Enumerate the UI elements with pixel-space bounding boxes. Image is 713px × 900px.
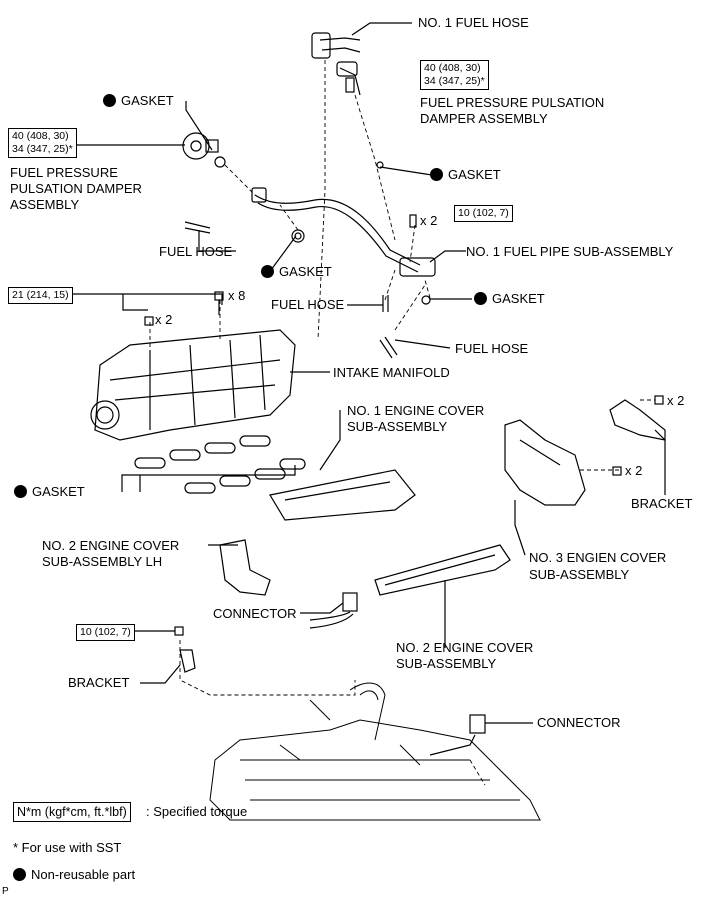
label-gasket-manifold: GASKET [14,484,85,500]
no2-engine-cover-drawing [374,544,511,596]
label-no1-fuel-pipe: NO. 1 FUEL PIPE SUB-ASSEMBLY [466,244,674,259]
legend-sst-note: * For use with SST [13,840,122,855]
non-reusable-icon [14,485,27,498]
label-connector-right: CONNECTOR [537,715,621,730]
label-damper-right-line1: FUEL PRESSURE PULSATION [420,95,605,110]
multiplier-manifold-nuts: x 2 [155,312,173,327]
leader-lines [12,22,666,724]
label-bracket-right: BRACKET [631,496,693,511]
label-intake-manifold: INTAKE MANIFOLD [333,365,450,380]
label-text: GASKET [279,264,332,279]
label-gasket-mid: GASKET [261,264,332,280]
label-gasket-right-lower: GASKET [474,291,545,307]
label-no2-cover-lh-line2: SUB-ASSEMBLY LH [42,554,163,569]
torque-box-damper-right: 40 (408, 30) 34 (347, 25)* [420,60,489,90]
bracket-left-drawing [174,626,196,673]
intake-manifold-drawing [90,291,296,441]
non-reusable-icon [261,265,274,278]
torque-value-fuel-pipe: 10 (102, 7) [458,207,509,219]
legend-unit-text: : Specified torque [146,804,248,819]
label-no3-cover-line1: NO. 3 ENGIEN COVER [529,550,667,565]
label-gasket-upper-left: GASKET [103,93,174,109]
torque-box-damper-left: 40 (408, 30) 34 (347, 25)* [8,128,77,158]
non-reusable-icon [474,292,487,305]
label-damper-left-line1: FUEL PRESSURE [10,165,118,180]
multiplier-cover3-bolts: x 2 [625,463,643,478]
label-no2-cover-line2: SUB-ASSEMBLY [396,656,497,671]
torque-value-damper-left-a: 40 (408, 30) [12,130,69,142]
label-fuel-hose-lower: FUEL HOSE [455,341,529,356]
label-no2-cover-line1: NO. 2 ENGINE COVER [396,640,534,655]
multiplier-manifold-bolts: x 8 [228,288,246,303]
non-reusable-icon [430,168,443,181]
connector-right-drawing [429,714,486,756]
multiplier-bracket-bolts: x 2 [667,393,685,408]
assembly-lines [149,60,655,786]
multiplier-fuel-pipe-bolts: x 2 [420,213,438,228]
label-text: GASKET [492,291,545,306]
connector-left-drawing [309,592,358,629]
torque-box-fuel-pipe: 10 (102, 7) [454,205,513,222]
manifold-gaskets-drawing [134,435,306,494]
legend-non-reusable: Non-reusable part [13,867,135,883]
label-no1-engine-cover-line2: SUB-ASSEMBLY [347,419,448,434]
corner-mark: P [2,886,9,897]
torque-value-bracket-left: 10 (102, 7) [80,626,131,638]
label-damper-left-line3: ASSEMBLY [10,197,80,212]
label-connector-left: CONNECTOR [213,606,297,621]
no1-engine-cover-drawing [269,469,416,521]
non-reusable-icon [13,868,26,881]
label-fuel-hose-mid: FUEL HOSE [271,297,345,312]
no2-engine-cover-lh-drawing [219,539,271,596]
label-no1-engine-cover-line1: NO. 1 ENGINE COVER [347,403,485,418]
label-damper-right-line2: DAMPER ASSEMBLY [420,111,548,126]
no1-fuel-hose-drawing [311,32,361,96]
label-text: GASKET [448,167,501,182]
label-damper-left-line2: PULSATION DAMPER [10,181,142,196]
label-bracket-left: BRACKET [68,675,130,690]
fuel-pipe-drawing [184,161,436,359]
no3-engine-cover-drawing [504,419,622,506]
label-no2-cover-lh-line1: NO. 2 ENGINE COVER [42,538,180,553]
label-no1-fuel-hose: NO. 1 FUEL HOSE [418,15,529,30]
label-gasket-right-upper: GASKET [430,167,501,183]
torque-box-manifold: 21 (214, 15) [8,287,73,304]
non-reusable-icon [103,94,116,107]
torque-value-damper-right-b: 34 (347, 25)* [424,75,485,87]
label-fuel-hose-left: FUEL HOSE [159,244,233,259]
torque-value-manifold: 21 (214, 15) [12,289,69,301]
label-text: Non-reusable part [31,867,136,882]
torque-value-damper-right-a: 40 (408, 30) [424,62,481,74]
torque-value-damper-left-b: 34 (347, 25)* [12,143,73,155]
damper-left-drawing [182,132,226,168]
right-bracket-drawing [609,395,666,441]
label-text: GASKET [32,484,85,499]
legend-unit-box: N*m (kgf*cm, ft.*lbf) [13,802,131,822]
engine-block-drawing [209,682,541,821]
torque-box-bracket-left: 10 (102, 7) [76,624,135,641]
label-text: GASKET [121,93,174,108]
label-no3-cover-line2: SUB-ASSEMBLY [529,567,630,582]
